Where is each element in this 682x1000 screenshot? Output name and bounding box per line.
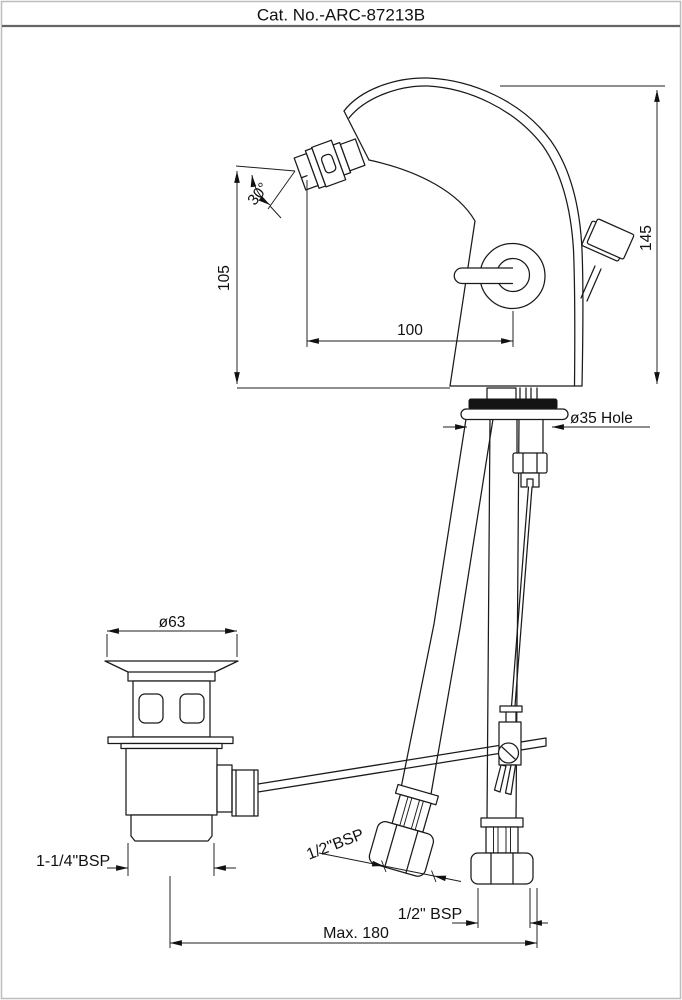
- dim-max-spread-180: Max. 180: [169, 876, 538, 948]
- pop-up-rod: [510, 486, 533, 707]
- total-height-label: 145: [638, 225, 655, 251]
- drain-thread: [130, 814, 213, 842]
- right-hose-fitting: [470, 817, 534, 885]
- dim-mount-hole-35: ø35 Hole: [443, 410, 650, 430]
- pop-up-mechanism: [493, 705, 523, 796]
- faucet-base-assembly: [460, 387, 569, 488]
- base-plate: [460, 408, 569, 421]
- base-gasket: [468, 398, 558, 410]
- knurled-coupling: [231, 769, 259, 817]
- left-supply-hose: [368, 418, 494, 877]
- spout-aerator: [293, 138, 366, 191]
- sheet-title: Cat. No.-ARC-87213B: [257, 6, 425, 25]
- dim-spout-reach-100: 100: [306, 180, 514, 347]
- max-spread-label: Max. 180: [323, 925, 389, 942]
- pop-up-waste-drain: [104, 660, 259, 842]
- rod-connector: [216, 764, 233, 813]
- dim-right-hose-thread: 1/2" BSP: [398, 888, 548, 928]
- waste-thread-label: 1-1/4"BSP: [36, 853, 110, 870]
- mount-hole-label: ø35 Hole: [570, 410, 633, 427]
- faucet-body: [343, 77, 584, 387]
- escutcheon-and-handle: [453, 242, 546, 310]
- waste-flange-label: ø63: [159, 614, 186, 631]
- dim-waste-flange-63: ø63: [106, 614, 238, 657]
- dim-waste-thread: 1-1/4"BSP: [36, 843, 236, 876]
- side-lever: [580, 218, 635, 302]
- dim-total-height-145: 145: [500, 85, 665, 384]
- handle-rod: [453, 267, 513, 285]
- dim-spout-height-105: 105: [216, 171, 450, 389]
- spout-reach-label: 100: [397, 322, 423, 339]
- right-hose-thread-label: 1/2" BSP: [398, 906, 462, 923]
- mounting-nut: [512, 452, 548, 474]
- spout-height-label: 105: [216, 265, 233, 291]
